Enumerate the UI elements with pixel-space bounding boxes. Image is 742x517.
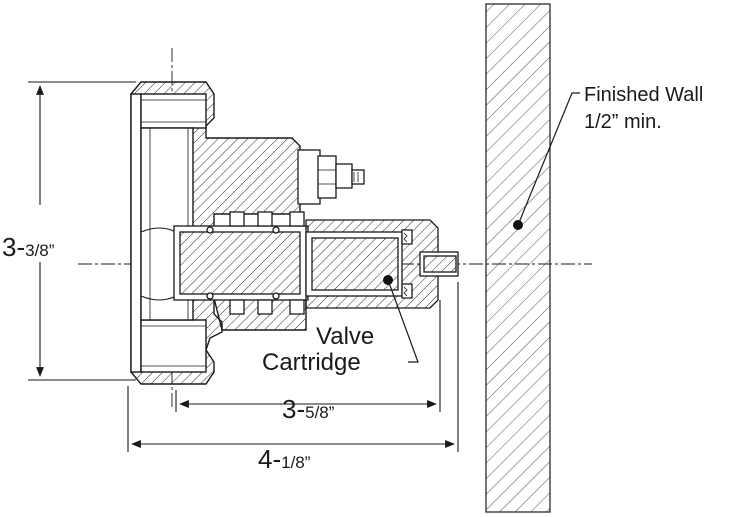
cartridge-bore (173, 211, 309, 315)
label-finished-wall: Finished Wall (584, 84, 703, 106)
valve-cartridge-leader (383, 275, 419, 363)
wall-leader-line (517, 92, 580, 226)
label-valve: Valve (316, 323, 374, 350)
dim-overall-depth-whole: 4- (258, 444, 281, 474)
dim-height-whole: 3- (2, 232, 25, 262)
dim-height-fraction: 3/8” (25, 241, 55, 260)
dimension-lines (28, 81, 459, 452)
label-cartridge: Cartridge (262, 349, 361, 376)
dim-overall-depth-text: 4-1/8” (258, 444, 311, 474)
valve-cartridge (305, 219, 459, 309)
label-wall-min: 1/2” min. (584, 111, 662, 133)
dim-height-text: 3-3/8” (2, 232, 55, 262)
dim-body-depth-text: 3-5/8” (282, 394, 335, 424)
dim-overall-depth-fraction: 1/8” (281, 453, 311, 472)
dim-body-depth-fraction: 5/8” (305, 403, 335, 422)
dim-body-depth-whole: 3- (282, 394, 305, 424)
finished-wall (485, 3, 580, 513)
labels: Finished Wall 1/2” min. Valve Cartridge … (2, 84, 703, 474)
top-fitting (297, 149, 365, 205)
